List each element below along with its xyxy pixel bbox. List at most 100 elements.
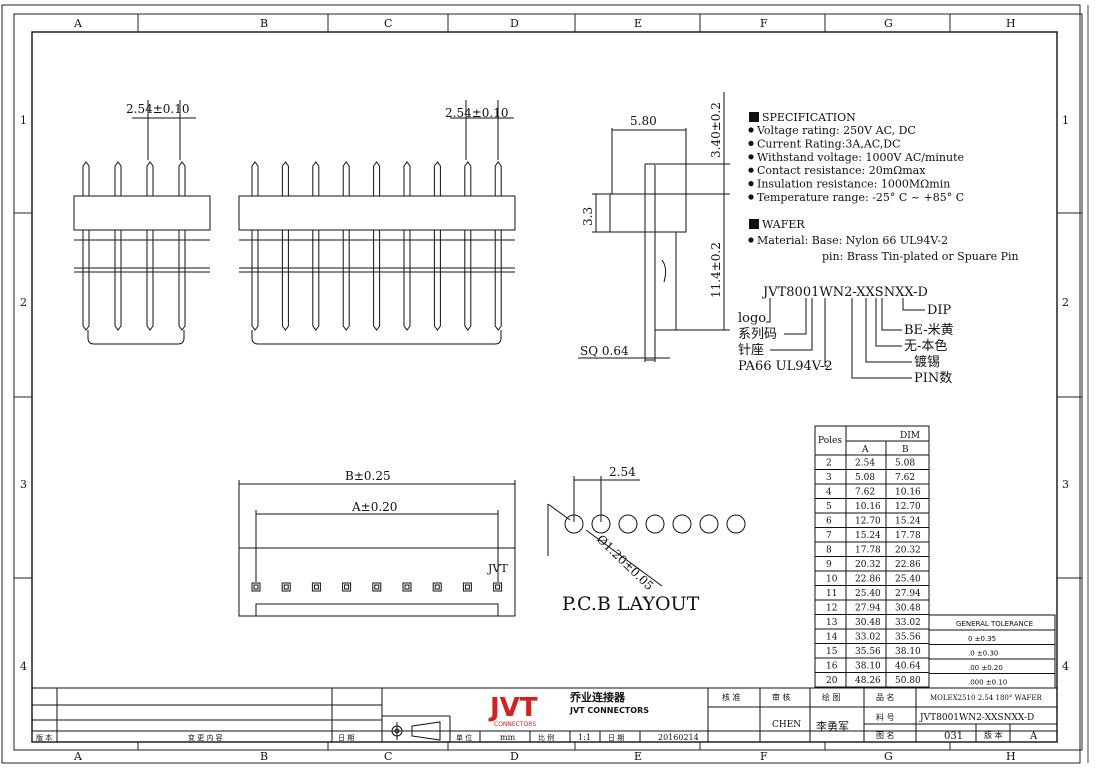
col-label-d-bottom: D xyxy=(510,750,519,763)
table-cell-a: 35.56 xyxy=(855,647,881,657)
title-block-text: JVT CONNECTORS 乔业连接器 JVT CONNECTORS 核 准 … xyxy=(36,690,1042,742)
row-markers: 1 2 3 4 1 2 3 4 xyxy=(14,114,1082,673)
figure-value: 031 xyxy=(944,731,963,742)
row-label-3: 3 xyxy=(20,478,27,491)
front9-pin-top xyxy=(342,161,350,196)
front9-pin-top xyxy=(373,161,381,196)
spec-bullet-icon xyxy=(748,194,754,200)
bottom-pad xyxy=(372,582,382,592)
table-cell-b: 7.62 xyxy=(895,473,915,483)
table-cell-b: 12.70 xyxy=(895,502,921,512)
tolerance-row: .00 ±0.20 xyxy=(968,664,1003,672)
table-header-dim: DIM xyxy=(900,431,920,441)
drafter-value: 李勇军 xyxy=(816,719,849,733)
bottom-pad-inner xyxy=(404,584,410,590)
bottom-pad-inner xyxy=(344,584,350,590)
front9-pin-bottom xyxy=(251,230,259,331)
hdr-product-name: 品 名 xyxy=(876,692,895,702)
spec-bullet-icon xyxy=(748,167,754,173)
hdr-review: 审 核 xyxy=(772,692,791,702)
front9-pin-top xyxy=(494,161,502,196)
table-cell-a: 33.02 xyxy=(855,633,881,643)
col-label-g: G xyxy=(884,17,893,30)
date-value: 20160214 xyxy=(658,733,699,742)
pcb-pitch-dim: 2.54 xyxy=(609,465,636,479)
product-name-value: MOLEX2510 2.54 180° WAFER xyxy=(930,694,1042,702)
table-header-b: B xyxy=(902,445,909,455)
bottom-pad xyxy=(311,582,321,592)
outer-frame xyxy=(1,4,1081,764)
tolerance-block: GENERAL TOLERANCE 0 ±0.35.0 ±0.30.00 ±0.… xyxy=(928,614,1056,689)
side-top-dim: 3.40±0.2 xyxy=(709,102,723,158)
table-cell-b: 50.80 xyxy=(895,676,921,686)
col-label-c: C xyxy=(384,17,392,30)
front4-pin-top xyxy=(146,161,154,196)
table-cell-a: 30.48 xyxy=(855,618,881,628)
row-label-4-right: 4 xyxy=(1062,660,1069,673)
table-cell-a: 17.78 xyxy=(855,546,881,556)
partno-code: JVT8001WN2-XXSNXX-D xyxy=(761,285,928,300)
table-cell-poles: 8 xyxy=(826,546,832,556)
table-cell-a: 15.24 xyxy=(855,531,881,541)
front9-pin-top xyxy=(281,161,289,196)
tolerance-row: .000 ±0.10 xyxy=(968,679,1007,687)
table-cell-poles: 16 xyxy=(826,662,838,672)
table-cell-poles: 20 xyxy=(826,676,838,686)
material-pin: pin: Brass Tin-plated or Spuare Pin xyxy=(822,250,1019,263)
table-cell-a: 27.94 xyxy=(855,604,881,614)
bottom-pad-inner xyxy=(374,584,380,590)
specification-block: SPECIFICATION Voltage rating: 250V AC, D… xyxy=(748,111,1019,263)
table-cell-a: 25.40 xyxy=(855,589,881,599)
table-cell-a: 48.26 xyxy=(855,676,881,686)
front9-pin-top xyxy=(251,161,259,196)
table-cell-poles: 10 xyxy=(826,575,838,585)
spec-bullet-icon xyxy=(748,181,754,187)
hdr-version: 版 本 xyxy=(984,730,1003,740)
table-cell-b: 25.40 xyxy=(895,575,921,585)
col-label-g-bottom: G xyxy=(884,750,893,763)
table-header-poles: Poles xyxy=(818,436,842,446)
bottom-pad xyxy=(281,582,291,592)
rev-hdr-date: 日 期 xyxy=(338,734,354,742)
bottom-pad-inner xyxy=(283,584,289,590)
table-cell-poles: 13 xyxy=(826,618,838,628)
table-cell-poles: 4 xyxy=(826,488,832,498)
label-dip: DIP xyxy=(927,303,952,318)
tolerance-title: GENERAL TOLERANCE xyxy=(956,620,1033,628)
side-view xyxy=(578,92,730,362)
front9-pin-bottom xyxy=(373,230,381,331)
col-label-b-bottom: B xyxy=(260,750,268,763)
bottom-pad-inner xyxy=(434,584,440,590)
table-cell-a: 7.62 xyxy=(855,488,875,498)
row-label-2-right: 2 xyxy=(1062,296,1069,309)
table-cell-a: 5.08 xyxy=(855,473,875,483)
hdr-part-no: 料 号 xyxy=(876,712,895,722)
spec-item: Contact resistance: 20mΩmax xyxy=(757,164,926,177)
table-cell-b: 15.24 xyxy=(895,517,921,527)
col-label-a: A xyxy=(73,17,83,30)
front9-pin-top xyxy=(403,161,411,196)
unit-value: mm xyxy=(500,733,516,742)
table-cell-poles: 3 xyxy=(826,473,832,483)
pcb-hole xyxy=(726,514,746,534)
row-label-2: 2 xyxy=(20,296,27,309)
front-view-9pin xyxy=(238,100,516,345)
pitch-dim-left: 2.54±0.10 xyxy=(126,102,190,116)
pcb-layout xyxy=(547,476,746,587)
pcb-hole-dim: Ø1.20±0.05 xyxy=(594,532,656,593)
bottom-pad xyxy=(402,582,412,592)
front9-pin-bottom xyxy=(312,230,320,331)
side-body-dim: 3.3 xyxy=(581,207,595,226)
hdr-scale: 比 例 xyxy=(538,733,554,742)
table-cell-b: 40.64 xyxy=(895,662,921,672)
col-label-h-bottom: H xyxy=(1006,750,1016,763)
table-cell-a: 38.10 xyxy=(855,662,881,672)
table-cell-a: 12.70 xyxy=(855,517,881,527)
spec-bullet-icon xyxy=(748,140,754,146)
side-sq-dim: SQ 0.64 xyxy=(580,344,629,358)
table-cell-b: 22.86 xyxy=(895,560,921,570)
wafer-square-icon xyxy=(749,219,759,229)
scale-value: 1:1 xyxy=(578,733,591,742)
spec-bullet-icon xyxy=(748,127,754,133)
